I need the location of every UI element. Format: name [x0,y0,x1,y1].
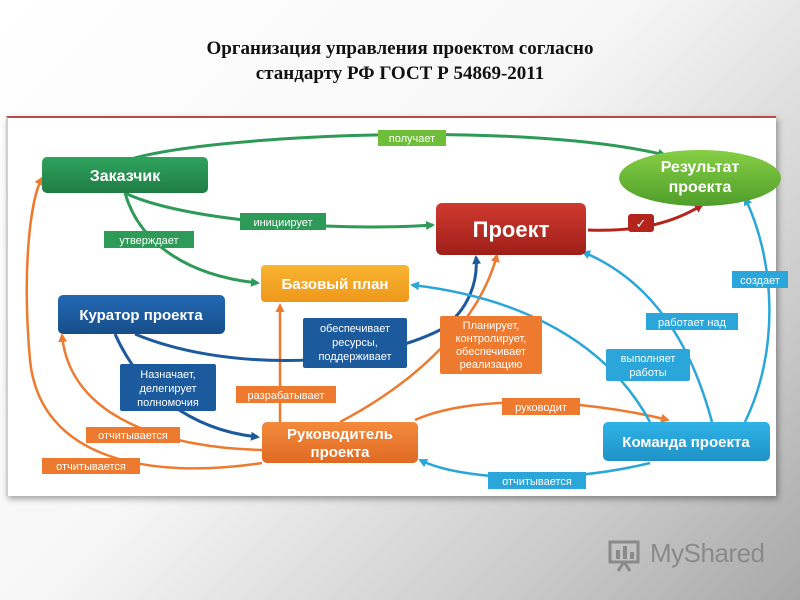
node-result-label-2: проекта [669,179,732,196]
svg-text:обеспечивает: обеспечивает [456,346,526,358]
node-result-label-1: Результат [661,159,740,176]
slide-title: Организация управления проектом согласно… [0,36,800,86]
label-works-on: работает над [646,313,738,330]
svg-text:полномочия: полномочия [137,397,199,409]
svg-text:отчитывается: отчитывается [56,461,126,473]
node-team[interactable]: Команда проекта [603,422,770,461]
svg-text:Назначает,: Назначает, [140,369,195,381]
svg-text:Планирует,: Планирует, [463,320,520,332]
label-performs: выполняет работы [606,349,690,381]
svg-text:инициирует: инициирует [253,217,312,229]
watermark-text: MyShared [650,538,765,568]
edge-project-result [587,203,704,232]
label-reports-outer: отчитывается [42,458,140,474]
svg-text:работает над: работает над [658,317,726,329]
node-curator[interactable]: Куратор проекта [58,295,225,334]
edge-works-on [581,250,714,423]
svg-text:контролирует,: контролирует, [456,333,527,345]
node-project-label: Проект [473,217,550,242]
node-customer[interactable]: Заказчик [42,157,208,193]
label-plans: Планирует, контролирует, обеспечивает ре… [440,316,542,374]
svg-text:работы: работы [629,367,666,379]
svg-text:поддерживает: поддерживает [318,351,391,363]
node-team-label: Команда проекта [622,434,750,451]
node-customer-label: Заказчик [90,168,161,185]
presentation-icon [608,540,640,572]
edge-reports-inner [58,333,263,452]
node-curator-label: Куратор проекта [79,307,203,324]
node-result[interactable]: Результат проекта [619,150,781,206]
label-leads: руководит [502,398,580,415]
svg-text:утверждает: утверждает [119,235,178,247]
label-initiates: инициирует [240,213,326,230]
edge-reports-outer [25,176,263,470]
label-approves: утверждает [104,231,194,248]
svg-text:делегирует: делегирует [139,383,196,395]
edge-approves [123,192,260,287]
node-manager[interactable]: Руководитель проекта [262,422,418,463]
checkmark-badge: ✓ [628,214,654,232]
svg-text:получает: получает [389,133,435,145]
label-develops: разрабатывает [236,386,336,403]
node-manager-label-1: Руководитель [287,426,393,443]
svg-text:отчитывается: отчитывается [502,476,572,488]
svg-text:ресурсы,: ресурсы, [332,337,378,349]
label-reports-team: отчитывается [488,472,586,489]
edge-receives [124,132,667,163]
svg-text:обеспечивает: обеспечивает [320,323,390,335]
label-creates: создает [732,271,788,288]
title-line-1: Организация управления проектом согласно [206,38,594,59]
node-baseline[interactable]: Базовый план [261,265,409,302]
node-project[interactable]: Проект [436,203,586,255]
label-receives: получает [378,130,446,146]
label-assigns: Назначает, делегирует полномочия [120,364,216,411]
svg-text:выполняет: выполняет [621,353,676,365]
node-baseline-label: Базовый план [282,276,389,293]
svg-text:руководит: руководит [515,402,567,414]
svg-text:отчитывается: отчитывается [98,430,168,442]
edge-performs [410,281,652,423]
label-reports-inner: отчитывается [86,427,180,443]
label-provides: обеспечивает ресурсы, поддерживает [303,318,407,368]
svg-text:реализацию: реализацию [460,359,523,371]
edge-creates [743,196,771,423]
node-manager-label-2: проекта [311,444,371,461]
svg-text:разрабатывает: разрабатывает [248,390,325,402]
title-line-2: стандарту РФ ГОСТ Р 54869-2011 [255,63,545,84]
svg-text:создает: создает [740,275,780,287]
check-icon: ✓ [636,217,647,232]
myshared-watermark: MyShared [606,534,776,574]
